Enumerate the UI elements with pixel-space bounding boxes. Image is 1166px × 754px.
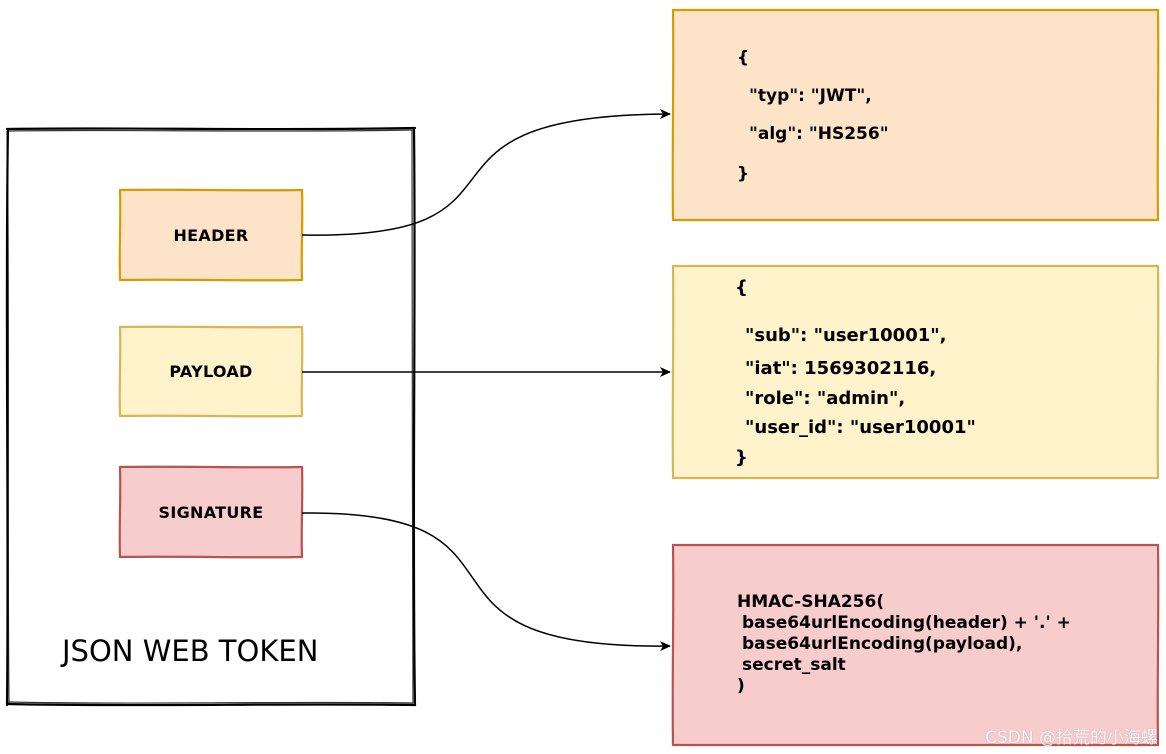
payload-detail-line: "user_id": "user10001"	[745, 417, 976, 438]
header-detail-line: {	[737, 48, 750, 68]
payload-section-box: PAYLOAD	[120, 327, 302, 416]
signature-detail-line: secret_salt	[742, 655, 846, 675]
signature-detail-line: base64urlEncoding(header) + '.' +	[742, 613, 1071, 633]
header-detail-box: { "typ": "JWT", "alg": "HS256" }	[673, 10, 1158, 220]
header-detail-border	[671, 8, 1160, 222]
signature-section-label: SIGNATURE	[158, 502, 264, 522]
payload-detail-border	[671, 264, 1160, 480]
signature-detail-line: )	[737, 676, 745, 696]
header-detail-line: "typ": "JWT",	[749, 86, 872, 106]
payload-detail-box: { "sub": "user10001", "iat": 1569302116,…	[673, 266, 1158, 478]
jwt-container-title: JSON WEB TOKEN	[62, 634, 319, 668]
payload-detail-line: "role": "admin",	[745, 388, 906, 409]
payload-section-label: PAYLOAD	[169, 362, 253, 381]
header-detail-line: "alg": "HS256"	[749, 124, 889, 144]
payload-detail-line: "sub": "user10001",	[745, 325, 947, 346]
header-section-box: HEADER	[120, 190, 302, 280]
header-detail-line: }	[737, 164, 750, 184]
payload-detail-line: {	[735, 277, 748, 298]
payload-detail-line: }	[735, 447, 748, 468]
header-section-border	[118, 188, 304, 282]
payload-section-border	[118, 325, 304, 418]
signature-detail-line: base64urlEncoding(payload),	[742, 634, 1023, 654]
signature-connector-arrow	[301, 512, 671, 652]
watermark-text: CSDN @拾荒的小海螺	[985, 728, 1158, 748]
jwt-container	[5, 126, 417, 707]
payload-detail-line: "iat": 1569302116,	[745, 358, 937, 379]
signature-detail-box: HMAC-SHA256( base64urlEncoding(header) +…	[673, 545, 1158, 745]
signature-section-box: SIGNATURE	[120, 467, 302, 557]
signature-detail-line: HMAC-SHA256(	[737, 592, 885, 612]
signature-detail-border	[671, 543, 1160, 747]
header-section-label: HEADER	[173, 225, 249, 245]
header-connector-arrow	[301, 109, 671, 236]
signature-section-border	[118, 465, 304, 559]
